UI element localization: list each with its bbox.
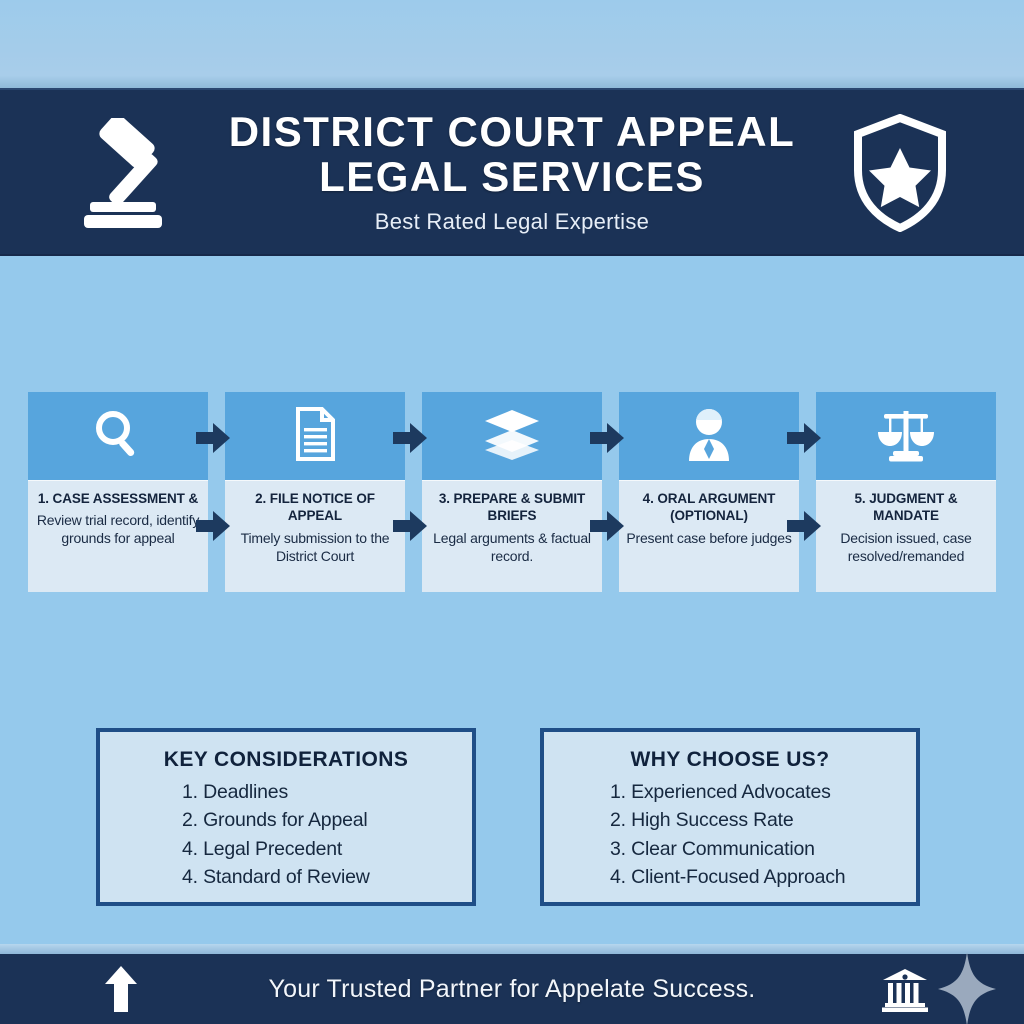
step-3-body: 3. PREPARE & SUBMIT BRIEFS Legal argumen… xyxy=(422,480,602,592)
header-subtitle: Best Rated Legal Expertise xyxy=(374,209,650,235)
list-item: 4. Client-Focused Approach xyxy=(610,865,846,888)
panel-key-considerations-list: 1. Deadlines 2. Grounds for Appeal 4. Le… xyxy=(118,778,454,891)
step-5-body: 5. JUDGMENT & MANDATE Decision issued, c… xyxy=(816,480,996,592)
panel-why-choose-us-list: 1. Experienced Advocates 2. High Success… xyxy=(562,778,898,891)
list-item: 1. Experienced Advocates xyxy=(610,781,831,803)
process-flow: 1. CASE ASSESSMENT & Review trial record… xyxy=(0,392,1024,596)
gavel-icon xyxy=(72,114,212,235)
step-5-title: 5. JUDGMENT & MANDATE xyxy=(854,491,958,524)
step-5-desc: Decision issued, case resolved/remanded xyxy=(840,529,972,564)
document-icon xyxy=(289,405,341,468)
sparkle-icon xyxy=(936,950,998,1024)
panel-why-choose-us-title: WHY CHOOSE US? xyxy=(630,748,830,771)
footer-tagline: Your Trusted Partner for Appelate Succes… xyxy=(268,974,756,1003)
right-arrow-icon-1 xyxy=(196,423,230,453)
list-item: 2. Grounds for Appeal xyxy=(182,809,368,832)
process-step-5[interactable]: 5. JUDGMENT & MANDATE Decision issued, c… xyxy=(816,392,996,592)
step-2-icon-band xyxy=(225,392,405,480)
header-title-line-2: LEGAL SERVICES xyxy=(319,153,705,200)
right-arrow-icon-3 xyxy=(590,423,624,453)
person-speaker-icon xyxy=(682,405,736,468)
panel-why-choose-us[interactable]: WHY CHOOSE US? 1. Experienced Advocates … xyxy=(540,728,920,906)
list-item: 1. Deadlines xyxy=(182,781,289,803)
process-step-2[interactable]: 2. FILE NOTICE OF APPEAL Timely submissi… xyxy=(225,392,405,592)
scales-of-justice-icon xyxy=(875,405,937,468)
step-1-icon-band xyxy=(28,392,208,480)
footer-banner: Your Trusted Partner for Appelate Succes… xyxy=(0,952,1024,1024)
step-2-desc: Timely submission to the District Court xyxy=(240,529,390,564)
step-2-title: 2. FILE NOTICE OF APPEAL xyxy=(255,491,375,524)
step-3-desc: Legal arguments & factual record. xyxy=(433,529,591,564)
list-item: 3. Clear Communication xyxy=(610,837,815,860)
stacked-papers-icon xyxy=(481,406,543,467)
shield-star-icon xyxy=(852,113,948,237)
step-5-icon-band xyxy=(816,392,996,480)
courthouse-icon xyxy=(882,968,928,1017)
step-1-desc: Review trial record, identify grounds fo… xyxy=(36,512,200,547)
step-3-icon-band xyxy=(422,392,602,480)
panel-key-considerations[interactable]: KEY CONSIDERATIONS 1. Deadlines 2. Groun… xyxy=(96,728,476,906)
step-4-icon-band xyxy=(619,392,799,480)
process-step-1[interactable]: 1. CASE ASSESSMENT & Review trial record… xyxy=(28,392,208,592)
list-item: 4. Legal Precedent xyxy=(182,837,343,860)
magnifier-icon xyxy=(90,406,146,467)
footer-decorative-strip xyxy=(0,944,1024,954)
header-text-block: DISTRICT COURT APPEAL LEGAL SERVICES Bes… xyxy=(189,107,836,236)
right-arrow-icon-5 xyxy=(196,511,230,541)
process-step-3[interactable]: 3. PREPARE & SUBMIT BRIEFS Legal argumen… xyxy=(422,392,602,592)
header-title-line-1: DISTRICT COURT APPEAL xyxy=(228,107,796,155)
step-1-body: 1. CASE ASSESSMENT & Review trial record… xyxy=(28,480,208,592)
info-panels: KEY CONSIDERATIONS 1. Deadlines 2. Groun… xyxy=(0,728,1024,906)
top-decorative-strip xyxy=(0,0,1024,88)
list-item: 2. High Success Rate xyxy=(610,809,794,832)
up-arrow-icon xyxy=(104,966,138,1017)
step-1-title: 1. CASE ASSESSMENT & xyxy=(37,491,199,506)
step-4-desc: Present case before judges xyxy=(626,529,792,546)
right-arrow-icon-8 xyxy=(787,511,821,541)
step-4-body: 4. ORAL ARGUMENT (OPTIONAL) Present case… xyxy=(619,480,799,592)
right-arrow-icon-4 xyxy=(787,423,821,453)
process-step-4[interactable]: 4. ORAL ARGUMENT (OPTIONAL) Present case… xyxy=(619,392,799,592)
right-arrow-icon-7 xyxy=(590,511,624,541)
right-arrow-icon-2 xyxy=(393,423,427,453)
list-item: 4. Standard of Review xyxy=(182,865,370,888)
step-2-body: 2. FILE NOTICE OF APPEAL Timely submissi… xyxy=(225,480,405,592)
step-4-title: 4. ORAL ARGUMENT (OPTIONAL) xyxy=(642,491,776,524)
header-banner: DISTRICT COURT APPEAL LEGAL SERVICES Bes… xyxy=(0,88,1024,256)
right-arrow-icon-6 xyxy=(393,511,427,541)
step-3-title: 3. PREPARE & SUBMIT BRIEFS xyxy=(438,491,586,524)
panel-key-considerations-title: KEY CONSIDERATIONS xyxy=(163,748,409,771)
